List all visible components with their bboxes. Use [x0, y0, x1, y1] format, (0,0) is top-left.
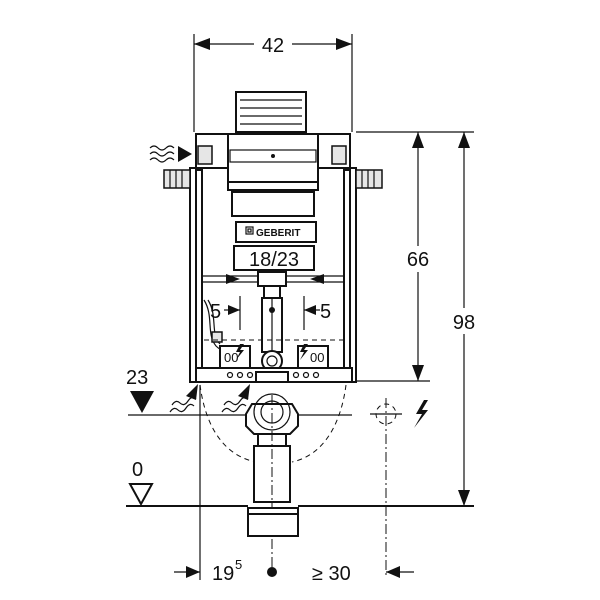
axis-offset-superscript: 5	[235, 557, 242, 572]
height-frame-label: 66	[407, 249, 429, 271]
dimension-height-frame: 66	[356, 131, 474, 382]
level-floor-label: 0	[132, 459, 143, 481]
offset-right-label: 5	[320, 301, 331, 323]
water-supply-icon	[149, 145, 192, 163]
height-total-label: 98	[453, 312, 475, 334]
tank-top-grille	[235, 91, 307, 133]
frame-left-upright	[189, 167, 203, 383]
dimension-width-label: 42	[262, 35, 284, 57]
level-top-label: 23	[126, 367, 148, 389]
electrical-box-left: 00	[219, 344, 251, 369]
wastewater-left-icon	[169, 384, 198, 413]
bracket-left	[163, 169, 191, 189]
wastewater-right-icon	[221, 384, 250, 413]
drain-bend	[245, 393, 299, 575]
pipe-size-block: 18/23	[233, 245, 315, 271]
electrical-connection	[370, 398, 428, 575]
offset-left-label: 5	[210, 301, 221, 323]
level-marker-floor: 0	[126, 459, 474, 507]
dimension-bottom: 19 5 ≥ 30	[174, 385, 414, 585]
toilet-outline	[199, 339, 347, 463]
frame-right-upright	[343, 167, 357, 383]
dimension-height-total: 98	[446, 132, 482, 506]
level-marker-top: 23	[126, 367, 352, 416]
brand-plate: GEBERIT	[231, 191, 317, 243]
dimension-offset: 5 5	[210, 296, 331, 330]
svg-text:00: 00	[224, 350, 238, 365]
electrical-box-right: 00	[297, 344, 329, 369]
axis-offset-label: 19	[212, 563, 234, 585]
pipe-size-label: 18/23	[249, 249, 299, 271]
cistern-body	[195, 133, 351, 191]
floor-pipe-stub	[247, 507, 299, 537]
min-clearance-label: ≥ 30	[312, 563, 351, 585]
brand-logo-text: GEBERIT	[256, 228, 300, 239]
dimension-width-top: 42	[193, 32, 353, 132]
svg-text:00: 00	[310, 350, 324, 365]
bracket-right	[355, 169, 383, 189]
lightning-icon	[414, 400, 428, 428]
bottom-rail	[195, 367, 353, 383]
flush-pipe	[257, 271, 287, 372]
